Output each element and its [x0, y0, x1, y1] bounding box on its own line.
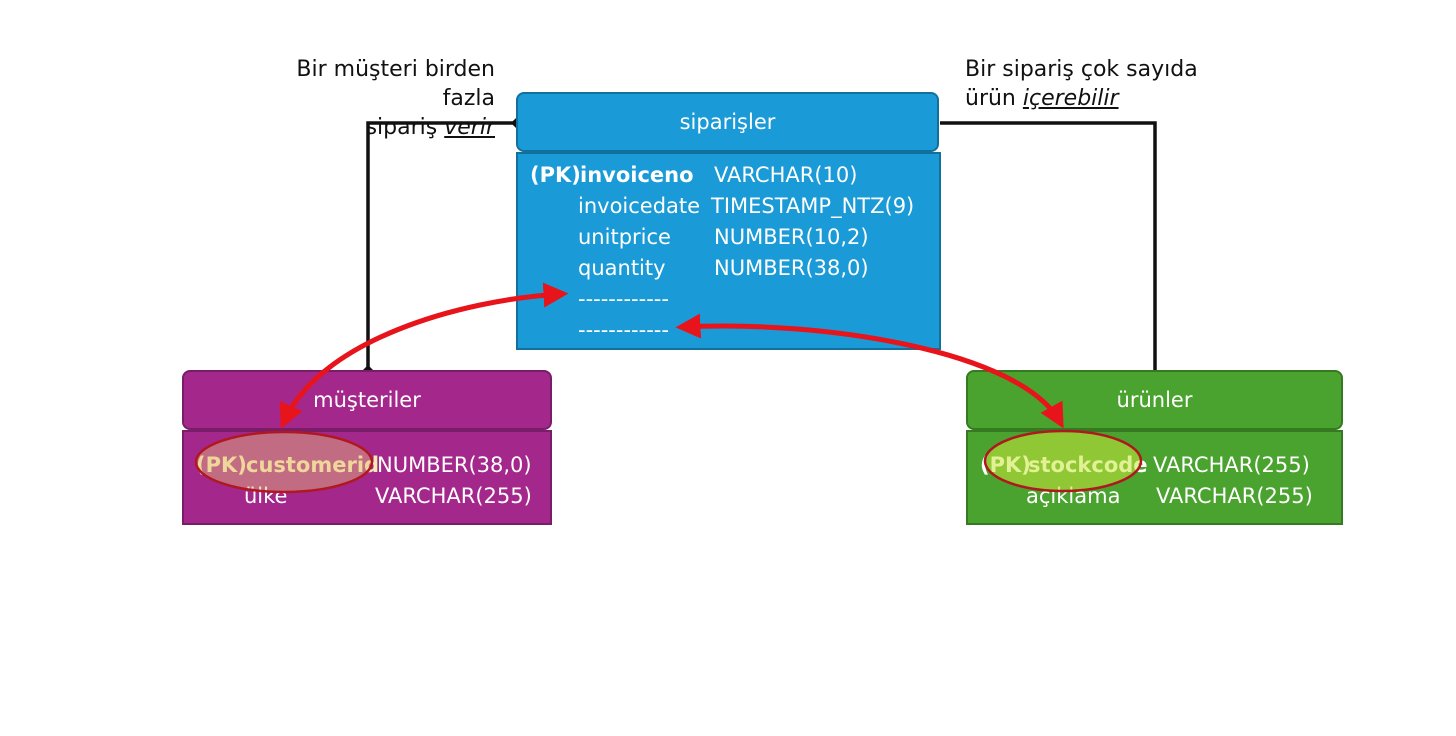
customerid-highlight: [194, 430, 374, 494]
field-name: unitprice: [578, 225, 671, 249]
field-type: VARCHAR(255): [1153, 453, 1310, 477]
order-product-connector: [940, 121, 1157, 371]
field-placeholder: ------------: [578, 318, 669, 342]
stockcode-highlight: [983, 429, 1143, 493]
note-left-verb: verir: [444, 115, 495, 140]
entity-musteriler-body: (PK) customerid NUMBER(38,0) ülke VARCHA…: [182, 430, 552, 525]
field-type: VARCHAR(255): [375, 484, 532, 508]
entity-siparisler-title: siparişler: [679, 110, 776, 134]
relationship-note-right: Bir sipariş çok sayıda ürün içerebilir: [965, 55, 1225, 113]
field-name: quantity: [578, 256, 666, 280]
note-right-verb: içerebilir: [1022, 86, 1119, 111]
relationship-note-left: Bir müşteri birden fazla sipariş verir: [243, 55, 495, 142]
field-placeholder: ------------: [578, 287, 669, 311]
product-foreign-key-arrow: [675, 313, 1064, 429]
note-left-line2: sipariş: [365, 115, 445, 140]
field-name: invoiceno: [580, 163, 694, 187]
field-name: customerid: [246, 452, 379, 478]
field-type: NUMBER(10,2): [714, 225, 869, 249]
note-right-line1: Bir sipariş çok sayıda: [965, 57, 1198, 82]
entity-urunler-title: ürünler: [1116, 388, 1193, 412]
field-type: VARCHAR(10): [714, 163, 858, 187]
note-right-line2: ürün: [965, 86, 1023, 111]
pk-label: (PK): [196, 452, 247, 478]
note-left-line1: Bir müşteri birden fazla: [296, 57, 495, 111]
customer-foreign-key-arrow: [279, 282, 569, 429]
field-type: NUMBER(38,0): [714, 256, 869, 280]
field-type: VARCHAR(255): [1156, 484, 1313, 508]
field-type: TIMESTAMP_NTZ(9): [711, 194, 915, 218]
field-name: ülke: [244, 484, 288, 508]
field-name: invoicedate: [578, 194, 701, 218]
entity-siparisler-header[interactable]: siparişler: [516, 92, 939, 152]
field-type: NUMBER(38,0): [377, 453, 532, 477]
pk-label: (PK): [530, 163, 581, 187]
